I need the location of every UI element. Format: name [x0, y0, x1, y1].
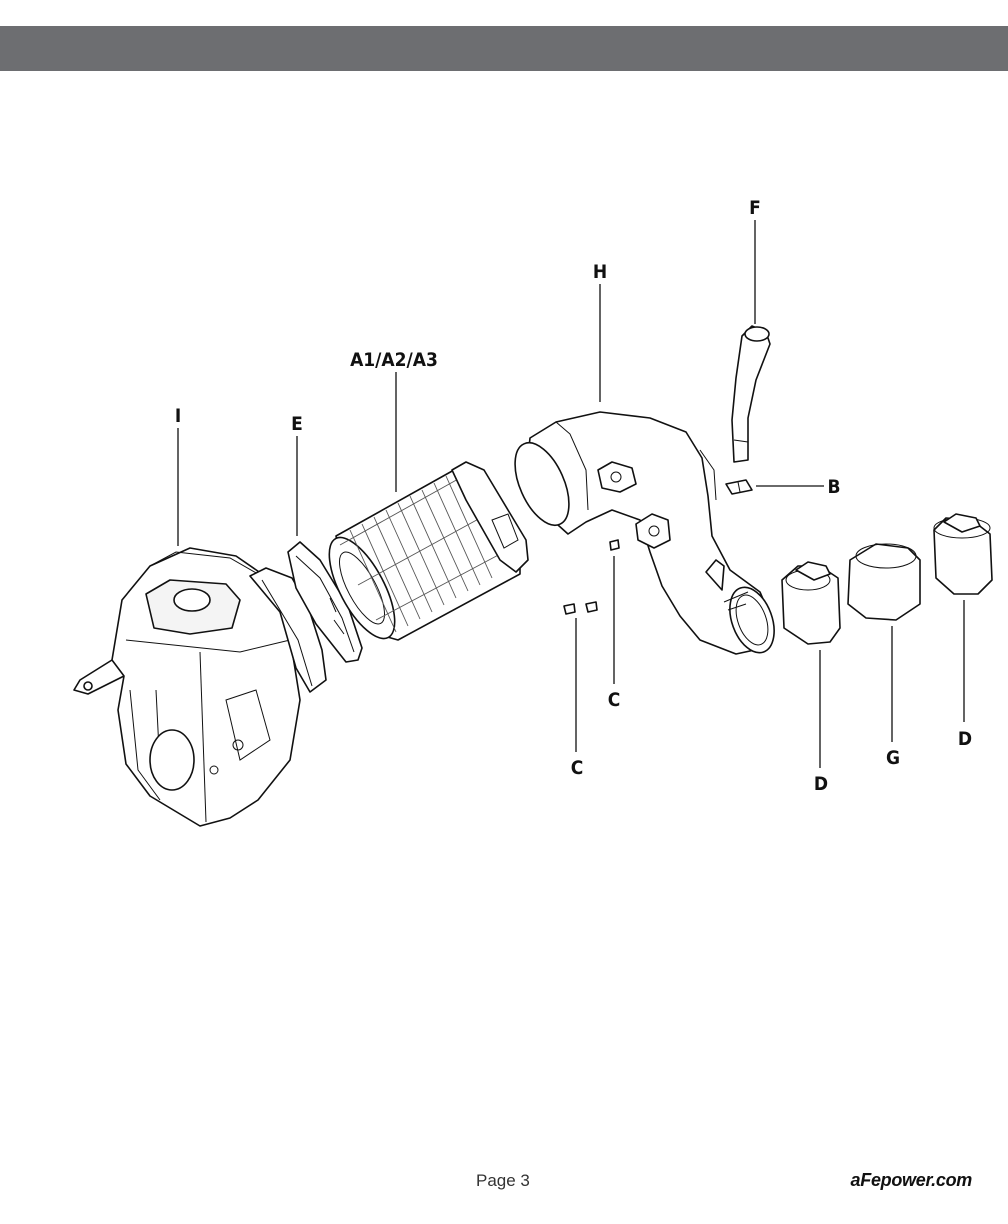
callout-i: I: [175, 405, 181, 427]
callout-c-lower: C: [571, 757, 584, 779]
header-bar: [0, 26, 1008, 71]
callout-d-right: D: [958, 728, 972, 750]
screw-c-lower-part: [563, 601, 598, 615]
intake-tube-part: [514, 411, 775, 655]
callout-g: G: [886, 747, 900, 769]
hose-clamp-left-part: [781, 561, 841, 645]
website-url: aFepower.com: [850, 1170, 973, 1190]
callout-b: B: [827, 476, 840, 498]
callout-c-upper: C: [608, 689, 621, 711]
screw-c-upper-part: [609, 539, 620, 551]
callout-f: F: [749, 197, 761, 219]
air-box-housing-part: [73, 547, 327, 827]
callout-a1-a2-a3: A1/A2/A3: [350, 349, 438, 371]
hose-clamp-right-part: [933, 513, 993, 595]
gasket-ring-part: [287, 541, 363, 663]
page-number: Page 3: [476, 1171, 530, 1190]
air-filter-part: [328, 461, 529, 641]
callout-labels: F H A1/A2/A3 I E B C C D G D: [175, 197, 972, 795]
coupler-sleeve-part: [847, 543, 921, 621]
callout-h: H: [593, 261, 607, 283]
vent-hose-part: [731, 325, 771, 463]
callout-e: E: [291, 413, 303, 435]
hose-barb-part: [725, 479, 753, 495]
callout-d-left: D: [814, 773, 828, 795]
leader-lines: [177, 220, 965, 768]
